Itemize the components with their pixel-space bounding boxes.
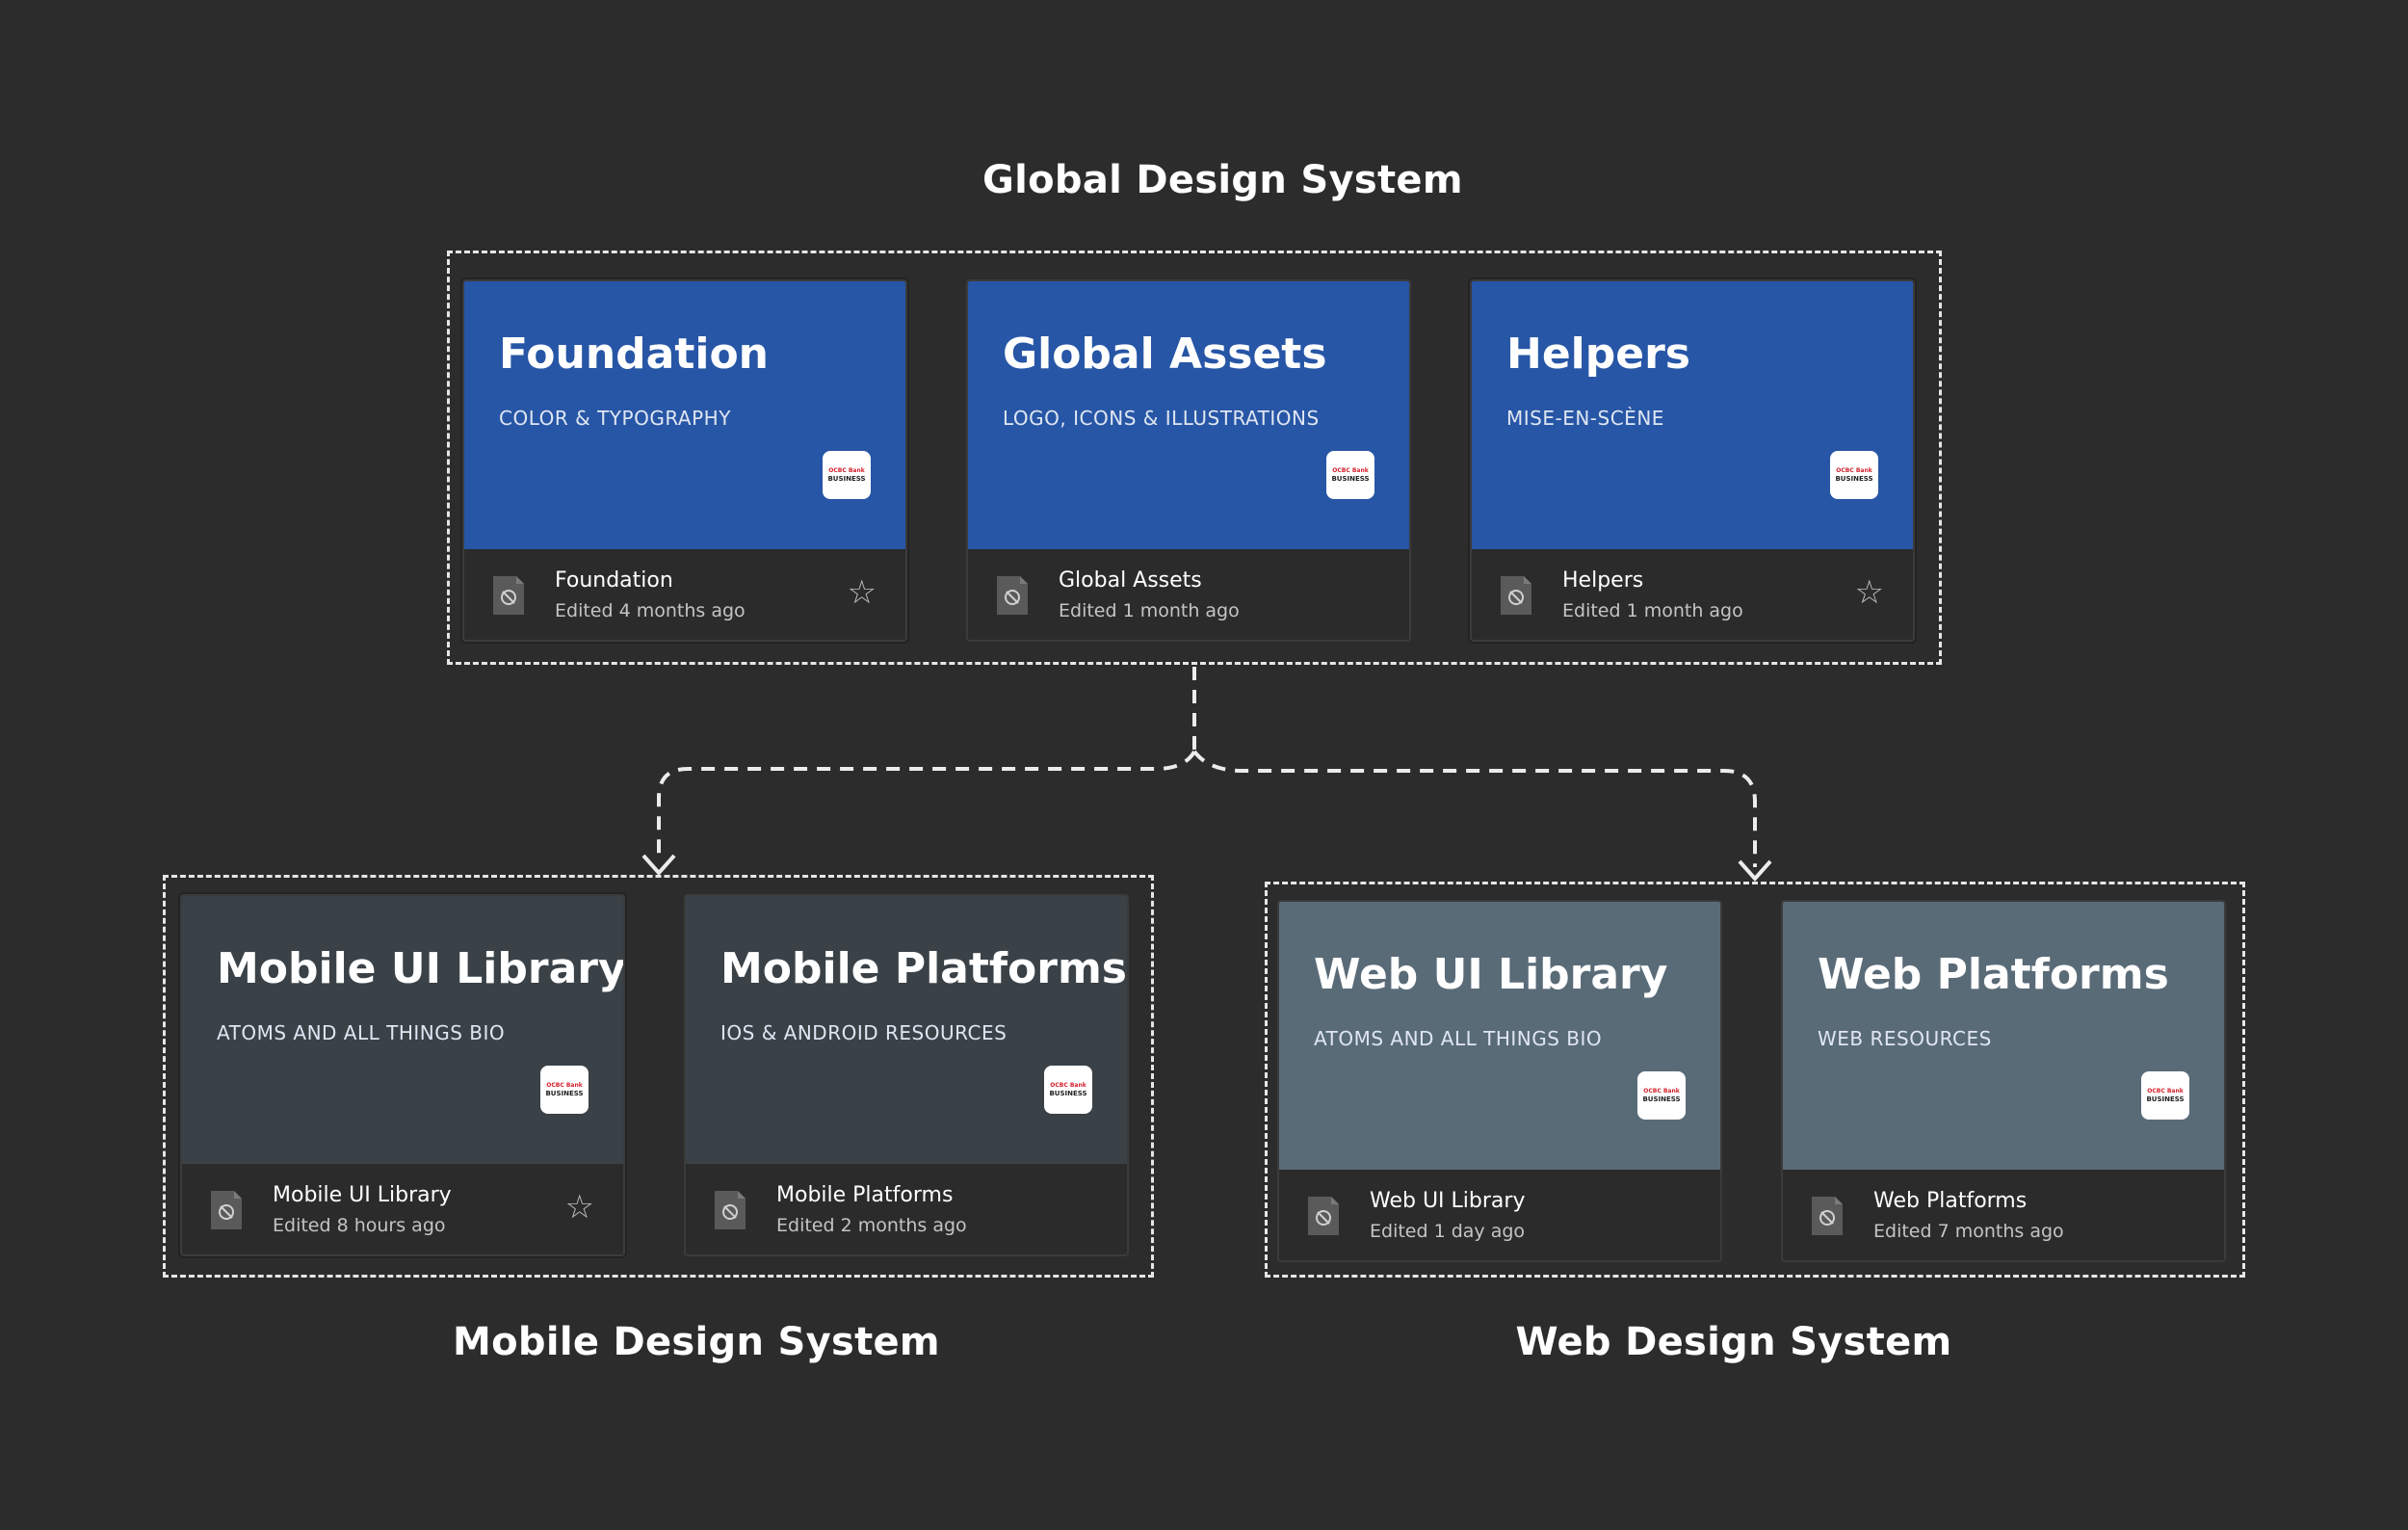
card-file-name: Global Assets xyxy=(1059,568,1202,593)
figma-file-icon xyxy=(1501,576,1531,615)
card-edited-time: Edited 1 month ago xyxy=(1059,600,1240,621)
card-thumb-subtitle: LOGO, ICONS & ILLUSTRATIONS xyxy=(1003,407,1320,430)
card-edited-time: Edited 1 day ago xyxy=(1370,1221,1526,1242)
card-footer: Helpers Edited 1 month ago ☆ xyxy=(1472,549,1913,640)
file-card-global-assets[interactable]: Global Assets LOGO, ICONS & ILLUSTRATION… xyxy=(966,279,1411,642)
card-footer: Web Platforms Edited 7 months ago xyxy=(1783,1170,2224,1260)
card-edited-time: Edited 8 hours ago xyxy=(273,1215,446,1236)
card-file-name: Foundation xyxy=(555,568,673,593)
card-footer: Mobile Platforms Edited 2 months ago xyxy=(686,1164,1127,1254)
card-file-name: Helpers xyxy=(1562,568,1644,593)
card-thumb-subtitle: MISE-EN-SCÈNE xyxy=(1506,407,1664,430)
card-footer: Global Assets Edited 1 month ago xyxy=(968,549,1409,640)
card-thumbnail: Global Assets LOGO, ICONS & ILLUSTRATION… xyxy=(968,281,1409,549)
mobile-group-title: Mobile Design System xyxy=(453,1320,940,1364)
arrow-down-icon xyxy=(641,854,676,877)
card-edited-time: Edited 7 months ago xyxy=(1873,1221,2064,1242)
global-group-box xyxy=(447,251,1942,665)
web-group-box xyxy=(1265,882,2245,1278)
card-file-name: Mobile UI Library xyxy=(273,1183,452,1207)
file-card-web-ui-library[interactable]: Web UI Library ATOMS AND ALL THINGS BIO … xyxy=(1277,900,1722,1262)
connector-right xyxy=(1192,750,1757,867)
card-thumb-subtitle: ATOMS AND ALL THINGS BIO xyxy=(1314,1027,1603,1050)
star-icon[interactable]: ☆ xyxy=(847,573,877,612)
card-footer: Foundation Edited 4 months ago ☆ xyxy=(464,549,905,640)
global-group-title: Global Design System xyxy=(982,158,1463,202)
star-icon[interactable]: ☆ xyxy=(564,1188,594,1227)
card-thumb-title: Foundation xyxy=(499,330,770,379)
figma-file-icon xyxy=(997,576,1028,615)
card-thumb-title: Global Assets xyxy=(1003,330,1327,379)
card-file-name: Mobile Platforms xyxy=(776,1183,954,1207)
card-thumb-title: Mobile Platforms xyxy=(720,944,1127,993)
card-edited-time: Edited 4 months ago xyxy=(555,600,746,621)
card-edited-time: Edited 1 month ago xyxy=(1562,600,1743,621)
figma-file-icon xyxy=(211,1191,242,1229)
connector-left xyxy=(657,750,1196,862)
card-thumbnail: Web UI Library ATOMS AND ALL THINGS BIO … xyxy=(1279,902,1720,1170)
mobile-group-box xyxy=(163,875,1154,1278)
figma-file-icon xyxy=(1308,1197,1339,1235)
figma-file-icon xyxy=(493,576,524,615)
file-card-mobile-platforms[interactable]: Mobile Platforms IOS & ANDROID RESOURCES… xyxy=(684,894,1129,1256)
card-thumb-title: Web UI Library xyxy=(1314,950,1668,999)
figma-file-icon xyxy=(715,1191,746,1229)
card-footer: Mobile UI Library Edited 8 hours ago ☆ xyxy=(182,1164,623,1254)
card-thumb-subtitle: WEB RESOURCES xyxy=(1818,1027,1992,1050)
card-file-name: Web Platforms xyxy=(1873,1189,2028,1213)
arrow-down-icon xyxy=(1738,859,1772,883)
star-icon[interactable]: ☆ xyxy=(1854,573,1884,612)
card-thumb-subtitle: COLOR & TYPOGRAPHY xyxy=(499,407,731,430)
card-thumb-subtitle: IOS & ANDROID RESOURCES xyxy=(720,1021,1008,1044)
figma-file-icon xyxy=(1812,1197,1843,1235)
card-thumb-title: Web Platforms xyxy=(1818,950,2169,999)
file-card-mobile-ui-library[interactable]: Mobile UI Library ATOMS AND ALL THINGS B… xyxy=(180,894,625,1256)
card-thumb-title: Mobile UI Library xyxy=(217,944,625,993)
card-file-name: Web UI Library xyxy=(1370,1189,1526,1213)
card-thumbnail: Mobile Platforms IOS & ANDROID RESOURCES… xyxy=(686,896,1127,1164)
web-group-title: Web Design System xyxy=(1515,1320,1952,1364)
card-thumbnail: Mobile UI Library ATOMS AND ALL THINGS B… xyxy=(182,896,623,1164)
card-edited-time: Edited 2 months ago xyxy=(776,1215,967,1236)
card-thumb-subtitle: ATOMS AND ALL THINGS BIO xyxy=(217,1021,506,1044)
card-thumb-title: Helpers xyxy=(1506,330,1690,379)
card-footer: Web UI Library Edited 1 day ago xyxy=(1279,1170,1720,1260)
